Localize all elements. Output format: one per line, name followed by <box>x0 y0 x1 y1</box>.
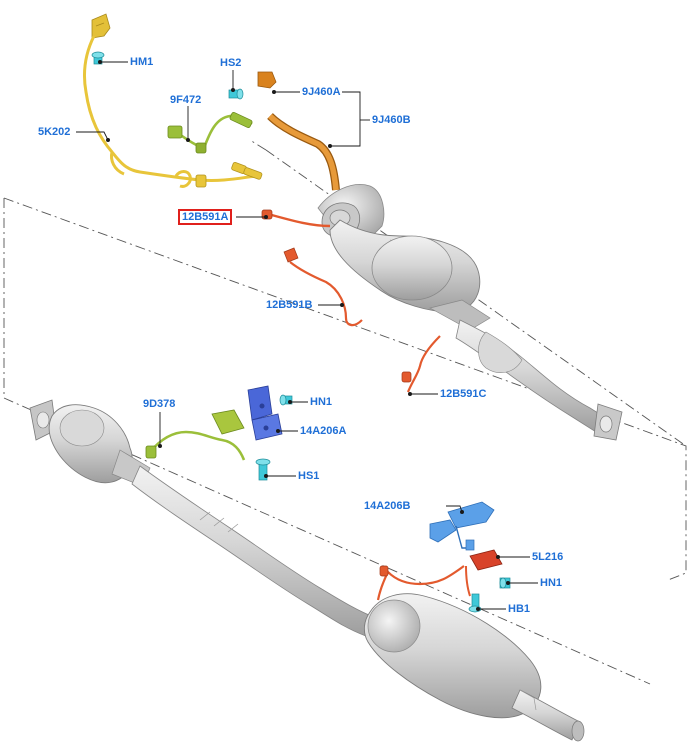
muffler <box>363 593 585 742</box>
callout-9f472[interactable]: 9F472 <box>170 94 202 106</box>
callout-hs2[interactable]: HS2 <box>220 57 242 69</box>
dpf-and-pipe <box>29 399 377 637</box>
bolt-icon <box>279 394 293 406</box>
bolt-icon <box>228 88 244 100</box>
leader-lines <box>76 61 538 610</box>
callout-9d378[interactable]: 9D378 <box>143 398 176 410</box>
sensor-9d378 <box>145 409 246 461</box>
callout-hs1[interactable]: HS1 <box>298 470 320 482</box>
callout-12b591a[interactable]: 12B591A <box>178 209 233 225</box>
callout-5l216[interactable]: 5L216 <box>532 551 564 563</box>
catalytic-converter <box>317 184 623 441</box>
callout-14a206a[interactable]: 14A206A <box>300 425 347 437</box>
callout-hn1-top[interactable]: HN1 <box>310 396 333 408</box>
sensor-5l216 <box>376 549 503 601</box>
callout-hm1[interactable]: HM1 <box>130 56 154 68</box>
callout-12b591b[interactable]: 12B591B <box>266 299 313 311</box>
callout-9j460b[interactable]: 9J460B <box>372 114 411 126</box>
leader-dots <box>98 60 510 611</box>
callout-5k202[interactable]: 5K202 <box>38 126 71 138</box>
callout-hb1[interactable]: HB1 <box>508 603 531 615</box>
bracket-icon <box>429 501 495 551</box>
callout-hn1-bottom[interactable]: HN1 <box>540 577 563 589</box>
bolt-icon <box>91 51 105 65</box>
callout-12b591c[interactable]: 12B591C <box>440 388 487 400</box>
sensor-12b591 <box>261 209 441 393</box>
callout-9j460a[interactable]: 9J460A <box>302 86 341 98</box>
callout-14a206b[interactable]: 14A206B <box>364 500 411 512</box>
bracket-icon <box>247 385 283 441</box>
harness-5k202 <box>82 13 263 188</box>
bolt-icon <box>255 458 271 481</box>
sensor-9f472 <box>167 111 253 154</box>
pipe-9j460 <box>257 71 340 191</box>
